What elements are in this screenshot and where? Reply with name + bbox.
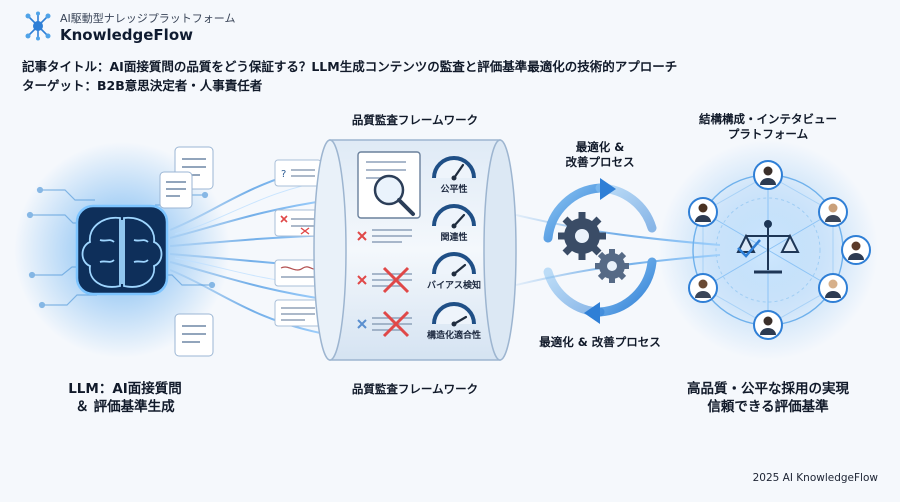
cycle-arrowhead-bottom [584, 302, 600, 324]
metric-relevance: 関連性 [440, 233, 468, 243]
gauge-structure-icon [432, 302, 476, 327]
person-avatar-upper-right [818, 197, 848, 227]
copyright: 2025 AI KnowledgeFlow [752, 472, 878, 484]
llm-label: LLM：AI面接質問 ＆ 評価基準生成 [40, 380, 210, 416]
target-audience: ターゲット：B2B意思決定者・人事責任者 [22, 78, 263, 93]
input-card-4 [274, 299, 322, 327]
audit-title-bottom: 品質監査フレームワーク [351, 382, 479, 396]
person-avatar-lower-left [688, 273, 718, 303]
platform-title-line2: プラトフォーム [727, 127, 809, 141]
metric-bias-detection: バイアス検知 [426, 281, 481, 291]
llm-label-line1: LLM：AI面接質問 [68, 381, 182, 397]
cycle-arrowhead-top [600, 178, 616, 200]
person-avatar-lower-right [818, 273, 848, 303]
input-card-2 [274, 209, 322, 237]
person-avatar-right [841, 235, 871, 265]
brain-chip-icon [75, 204, 169, 296]
llm-label-line2: ＆ 評価基準生成 [75, 399, 175, 415]
magnifier-document-icon [357, 151, 421, 219]
optimize-label-top: 最適化 & 改善プロセス [540, 140, 660, 170]
optimize-label-top-line1: 最適化 & [575, 140, 625, 154]
person-avatar-top [753, 160, 783, 190]
platform-result-line1: 高品質・公平な採用の実現 [687, 381, 849, 397]
platform-title-line1: 結構構成・インテタビュー [699, 112, 837, 126]
optimize-label-bottom: 最適化 & 改善プロセス [539, 335, 661, 349]
platform-result-line2: 信頼できる評価基準 [707, 399, 829, 415]
article-title: 記事タイトル：AI面接質問の品質をどう保証する？LLM生成コンテンツの監査と評価… [22, 59, 678, 74]
question-doc-mid-left [159, 171, 193, 209]
rejected-row-3 [357, 310, 412, 338]
question-doc-bottom-left [174, 313, 214, 357]
brand: AI駆動型ナレッジプラットフォーム KnowledgeFlow [60, 12, 235, 44]
gauge-relevance-icon [432, 204, 476, 229]
metric-structure-fit: 構造化適合性 [426, 331, 481, 341]
brand-name: KnowledgeFlow [60, 26, 193, 44]
gauge-fairness-icon [432, 156, 476, 181]
platform-ring-inner [715, 197, 821, 303]
gear-large-icon [558, 212, 606, 260]
metric-fairness: 公平性 [440, 185, 468, 195]
audit-title-top: 品質監査フレームワーク [351, 113, 479, 127]
rejected-row-2 [357, 266, 412, 294]
platform-title: 結構構成・インテタビュー プラトフォーム [678, 112, 858, 142]
platform-result: 高品質・公平な採用の実現 信頼できる評価基準 [668, 380, 868, 416]
svg-text:?: ? [281, 169, 286, 180]
check-mark-icon [737, 239, 761, 258]
balance-scale-icon [736, 220, 800, 274]
brand-tagline: AI駆動型ナレッジプラットフォーム [60, 12, 236, 25]
network-node-icon [25, 11, 51, 41]
rejected-row-1 [357, 229, 412, 243]
input-card-1: ? [274, 159, 322, 187]
gauge-bias-icon [432, 252, 476, 277]
optimize-label-top-line2: 改善プロセス [565, 155, 635, 169]
person-avatar-bottom [753, 310, 783, 340]
person-avatar-upper-left [688, 197, 718, 227]
gear-small-icon [595, 249, 629, 283]
